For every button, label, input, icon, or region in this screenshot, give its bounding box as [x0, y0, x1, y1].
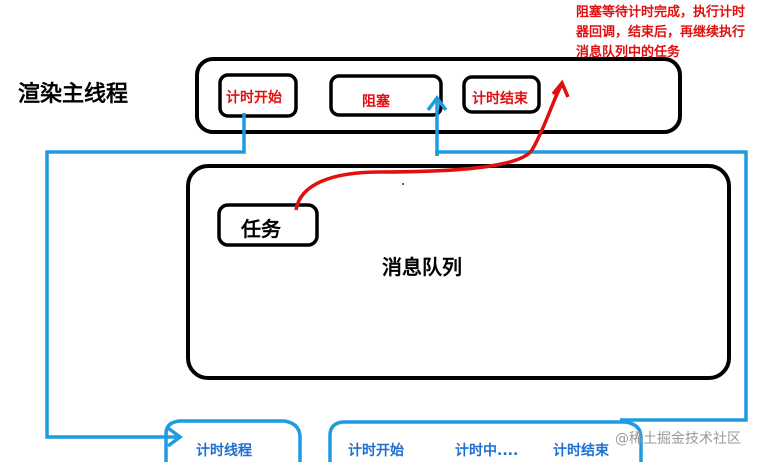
callback-arrow [294, 85, 563, 211]
message-queue-title: 消息队列 [382, 255, 462, 279]
callback-arrowhead [551, 79, 570, 98]
message-queue-box [186, 164, 731, 380]
main-step-block-label: 阻塞 [362, 94, 390, 110]
main-step-block-box [329, 74, 443, 117]
watermark: @稀土掘金技术社区 [615, 431, 741, 447]
task-label: 任务 [241, 217, 281, 241]
timer-thread-box [164, 419, 302, 462]
timer-steps-box [328, 420, 643, 462]
stray-dot [402, 183, 404, 185]
main-step-start-box [218, 73, 298, 118]
timer-step-start-label: 计时开始 [348, 443, 404, 459]
main-thread-title: 渲染主线程 [18, 82, 129, 107]
callback-note: 阻塞等待计时完成，执行计时器回调，结束后，再继续执行消息队列中的任务 [576, 5, 746, 60]
main-step-end-box [462, 75, 541, 114]
connector-start-to-timer [45, 113, 246, 439]
task-box [217, 203, 319, 247]
timer-thread-title: 计时线程 [196, 443, 252, 459]
timer-step-running-label: 计时中.... [455, 443, 519, 459]
main-step-end-label: 计时结束 [472, 91, 528, 107]
connector-start-arrowhead [166, 426, 183, 448]
main-step-start-label: 计时开始 [226, 90, 282, 106]
connector-block-arrowhead [426, 95, 448, 112]
timer-step-end-label: 计时结束 [553, 443, 609, 459]
